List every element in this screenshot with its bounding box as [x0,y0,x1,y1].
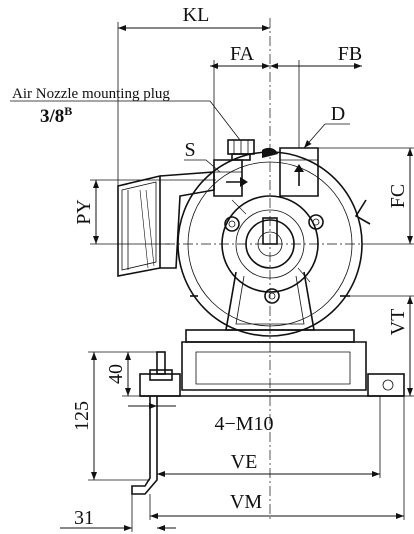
label-31: 31 [74,507,94,529]
dim-40 [122,351,158,397]
dim-fa-fb [210,60,362,160]
dim-py [90,179,216,245]
leader-lines [10,100,350,173]
label-vt: VT [387,309,409,336]
plug-size-value: 3/8 [40,106,64,127]
dim-vt [350,295,414,397]
discharge-port [213,147,319,197]
label-fb: FB [338,43,362,65]
rotation-arrow [354,199,371,225]
casing-bolts [224,214,324,304]
dim-vm [149,396,405,520]
dim-fc [318,147,414,245]
label-40: 40 [105,364,127,384]
pump-base [139,329,405,397]
dim-ve [157,396,381,478]
air-nozzle-plug [227,139,278,161]
label-py: PY [73,199,95,225]
label-bolt: 4−M10 [214,413,273,435]
terminal-box [117,171,215,277]
anchor-bolt [131,351,173,495]
label-fc: FC [387,184,409,208]
label-d: D [331,103,345,125]
label-vm: VM [230,491,262,513]
label-s: S [184,139,195,161]
label-plug-size: 3/8B [40,104,72,127]
dim-31 [60,494,176,532]
label-125: 125 [71,401,93,431]
dim-kl [117,22,270,186]
label-kl: KL [183,4,210,26]
label-air-nozzle: Air Nozzle mounting plug [12,86,170,102]
plug-size-superscript: B [64,104,72,118]
dim-125 [88,351,150,481]
label-fa: FA [230,43,255,65]
center-lines [165,18,362,520]
label-ve: VE [231,451,258,473]
